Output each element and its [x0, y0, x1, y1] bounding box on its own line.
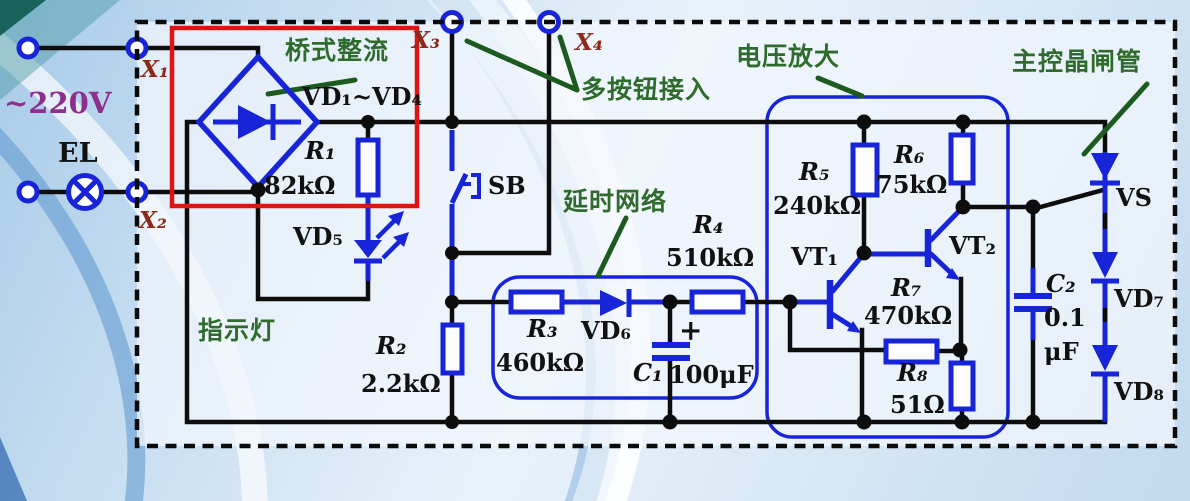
label-r2-value: 2.2kΩ — [361, 369, 441, 398]
label-r2: R₂ — [376, 331, 407, 360]
terminal-supply-top — [16, 36, 40, 60]
resistor-r7 — [883, 338, 940, 365]
lamp-el — [66, 173, 104, 211]
dashed-enclosure — [134, 19, 1178, 449]
amp-leader — [815, 75, 865, 99]
label-x1: X₁ — [141, 56, 169, 83]
label-main-thyristor-cn: 主控晶闸管 — [1012, 48, 1143, 76]
label-bridge-rectifier-cn: 桥式整流 — [285, 37, 390, 65]
resistor-r1 — [355, 137, 381, 198]
label-supply-voltage: ~220V — [4, 86, 112, 120]
label-bridge-diodes: VD₁~VD₄ — [302, 82, 422, 111]
bridge-leader — [265, 77, 358, 97]
transistor-vt2 — [865, 207, 963, 280]
label-c1-value: 100μF — [669, 360, 754, 389]
label-voltage-amp-cn: 电压放大 — [736, 43, 841, 71]
resistor-r5 — [850, 142, 880, 198]
delay-network-box — [491, 275, 759, 400]
components — [16, 10, 1120, 422]
label-sb: SB — [488, 171, 526, 200]
resistor-r2 — [440, 322, 465, 376]
label-r6-value: 75kΩ — [876, 170, 948, 199]
label-lamp-el: EL — [58, 138, 98, 169]
leader-lines — [265, 34, 1150, 279]
label-x4: X₄ — [575, 29, 603, 56]
label-r7: R₇ — [891, 273, 922, 302]
label-r8-value: 51Ω — [890, 390, 945, 419]
label-r4-value: 510kΩ — [666, 243, 755, 272]
capacitor-c2 — [1014, 268, 1052, 340]
label-r7-value: 470kΩ — [864, 301, 953, 330]
label-r1: R₁ — [305, 136, 336, 165]
delay-leader — [595, 215, 629, 279]
label-r6: R₆ — [894, 140, 925, 169]
label-r5: R₅ — [799, 157, 830, 186]
label-r5-value: 240kΩ — [773, 191, 862, 220]
resistor-r4 — [689, 289, 746, 315]
voltage-amplifier-box — [765, 95, 1010, 439]
label-vt2: VT₂ — [949, 231, 996, 260]
label-x3: X₃ — [412, 27, 440, 54]
label-vs: VS — [1116, 183, 1152, 212]
label-c1: C₁ — [633, 358, 663, 387]
thyristor-gate-wire — [1030, 187, 1106, 212]
resistor-r6 — [948, 132, 976, 186]
junction-dots — [250, 114, 1041, 430]
diode-vd8 — [1091, 345, 1119, 422]
label-c2: C₂ — [1046, 269, 1076, 298]
led-vd5 — [354, 195, 409, 281]
label-vd5: VD₅ — [293, 222, 343, 251]
label-r3-value: 460kΩ — [496, 348, 585, 377]
positive-rail — [314, 119, 1108, 156]
label-vd6: VD₆ — [581, 316, 631, 345]
ground-rail — [184, 119, 1108, 425]
label-c2-value1: 0.1 — [1044, 303, 1086, 332]
label-indicator-lamp-cn: 指示灯 — [198, 317, 277, 345]
label-delay-network-cn: 延时网络 — [563, 188, 668, 216]
label-vd7: VD₇ — [1114, 284, 1164, 313]
label-c1-polarity: + — [679, 314, 703, 347]
thyristor-leader — [1081, 81, 1150, 157]
label-r3: R₃ — [527, 314, 558, 343]
schematic-canvas — [137, 22, 1175, 446]
thyristor-vs — [1090, 152, 1120, 253]
label-multi-button-cn: 多按钮接入 — [581, 76, 712, 104]
terminal-supply-bottom — [16, 180, 40, 204]
label-r4: R₄ — [693, 210, 724, 239]
label-r1-value: 82kΩ — [264, 171, 336, 200]
multi-button-leader-x3 — [464, 38, 580, 93]
resistor-r3 — [508, 289, 565, 315]
label-r8: R₈ — [897, 358, 928, 387]
resistor-r8 — [948, 360, 976, 412]
label-c2-value2: μF — [1044, 337, 1079, 366]
capacitor-c1 — [652, 342, 690, 361]
red-highlight-box — [169, 25, 420, 209]
label-vd8: VD₈ — [1114, 377, 1164, 406]
multi-button-leader-x4 — [557, 34, 580, 93]
label-x2: X₂ — [139, 207, 167, 234]
label-vt1: VT₁ — [791, 242, 838, 271]
